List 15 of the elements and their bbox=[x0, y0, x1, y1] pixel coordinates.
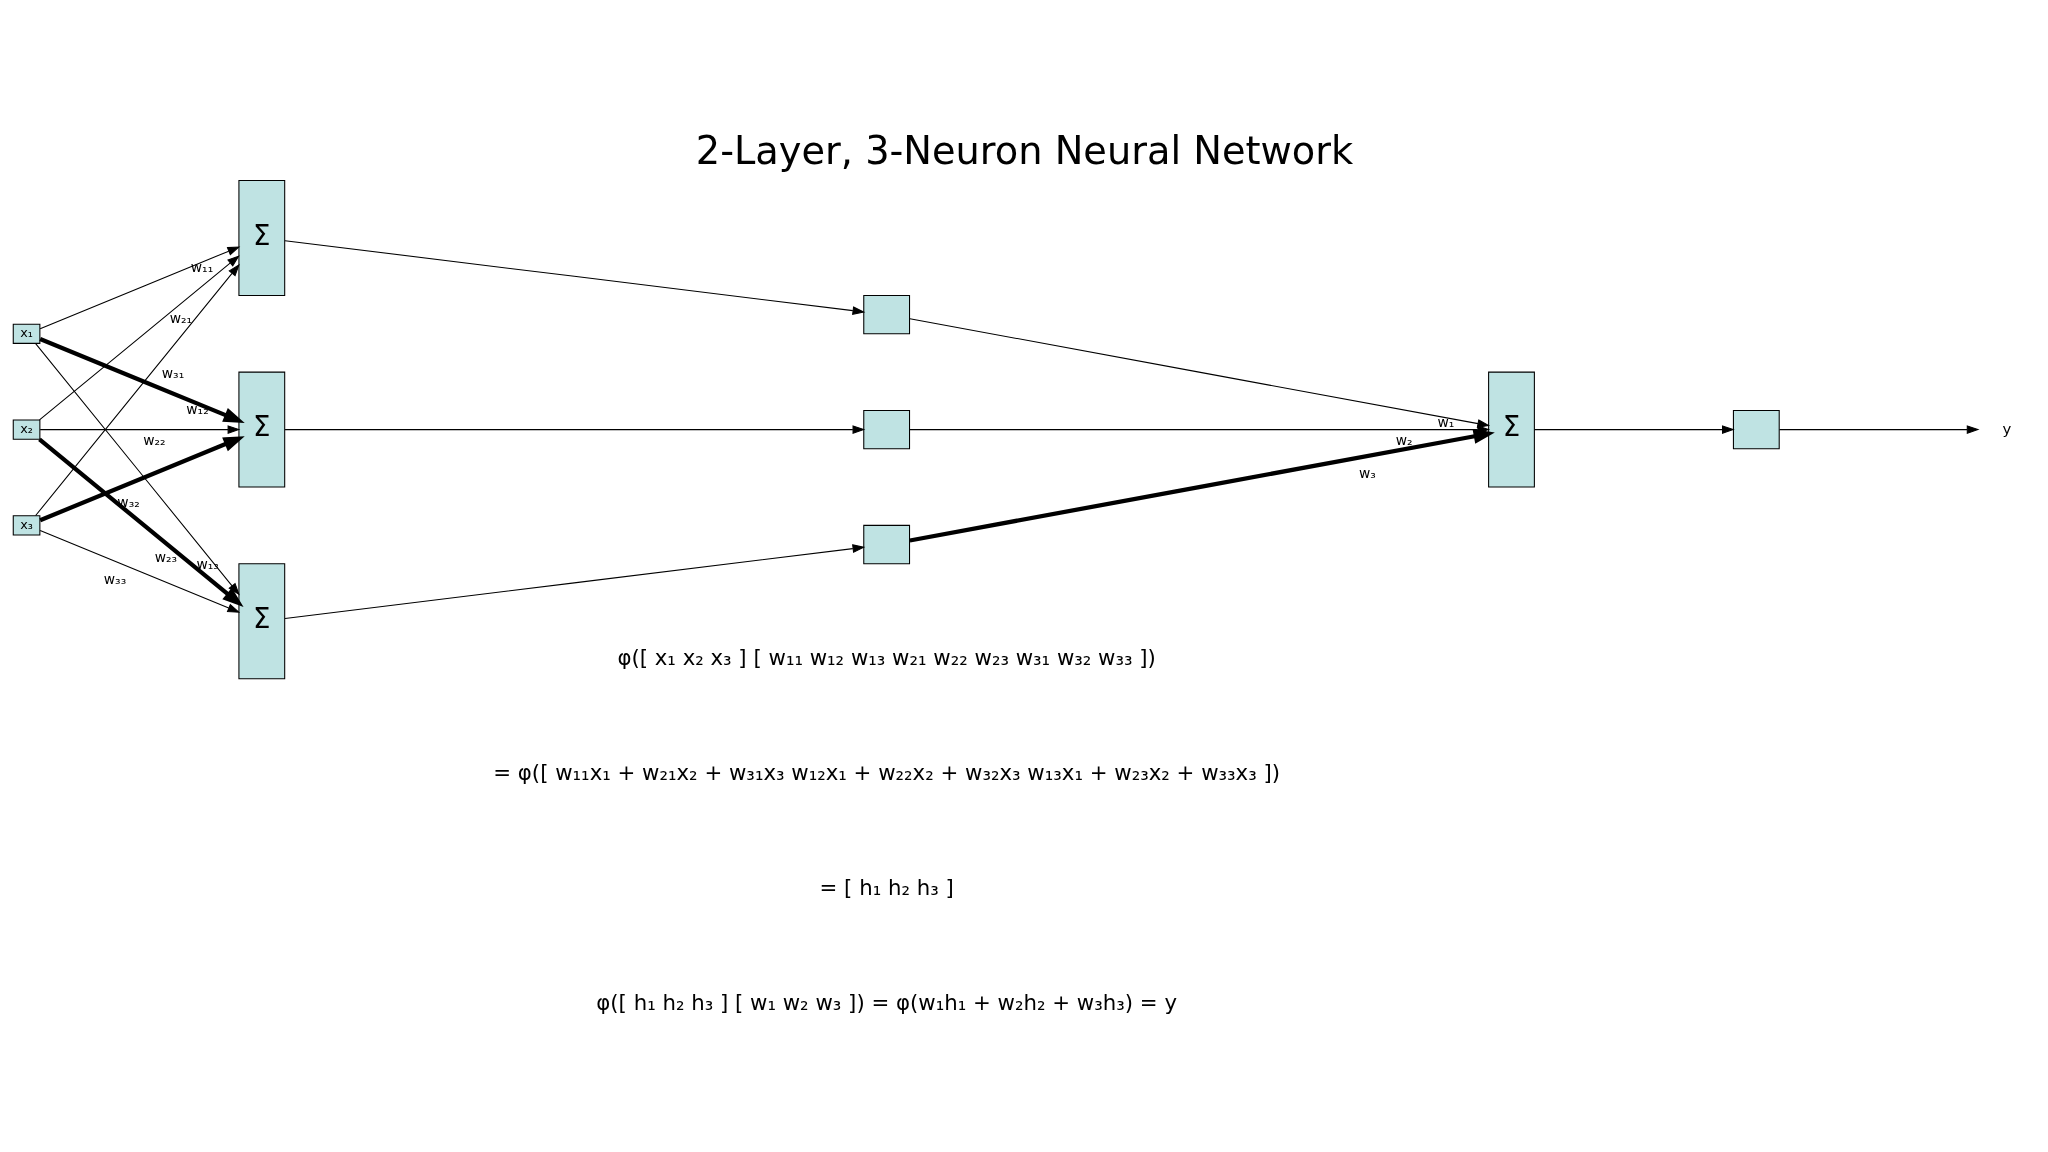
edge-label: w₃₁ bbox=[161, 364, 184, 381]
edge-label: w₂₂ bbox=[142, 431, 166, 448]
label: = [ h₁ h₂ h₃ ] bbox=[819, 874, 954, 900]
label: φ([ h₁ h₂ h₃ ] [ w₁ w₂ w₃ ]) = φ(w₁h₁ + w₂h₂ + w₃h₃) = y bbox=[595, 989, 1177, 1015]
edge-label: w₃ bbox=[1358, 464, 1376, 481]
node-text: y bbox=[2002, 419, 2011, 438]
edge-label: w₁₁ bbox=[190, 258, 213, 275]
edge-label: w₂₃ bbox=[154, 548, 177, 565]
diagram-title: 2-Layer, 3-Neuron Neural Network bbox=[695, 127, 1353, 173]
label: φ([ x₁ x₂ x₃ ] [ w₁₁ w₁₂ w₁₃ w₂₁ w₂₂ w₂₃ w₃₁ w₃₂ w₃₃ ]) bbox=[616, 644, 1156, 670]
edge-label: w₃₃ bbox=[103, 570, 126, 587]
edge-label: w₂₁ bbox=[169, 309, 192, 326]
edge-label: w₂ bbox=[1395, 431, 1413, 448]
edge-label: w₁ bbox=[1437, 413, 1454, 430]
label: = φ([ w₁₁x₁ + w₂₁x₂ + w₃₁x₃ w₁₂x₁ + w₂₂x₂ + w₃₂x₃ w₁₃x₁ + w₂₃x₂ + w₃₃x₃ ]) bbox=[492, 759, 1280, 785]
